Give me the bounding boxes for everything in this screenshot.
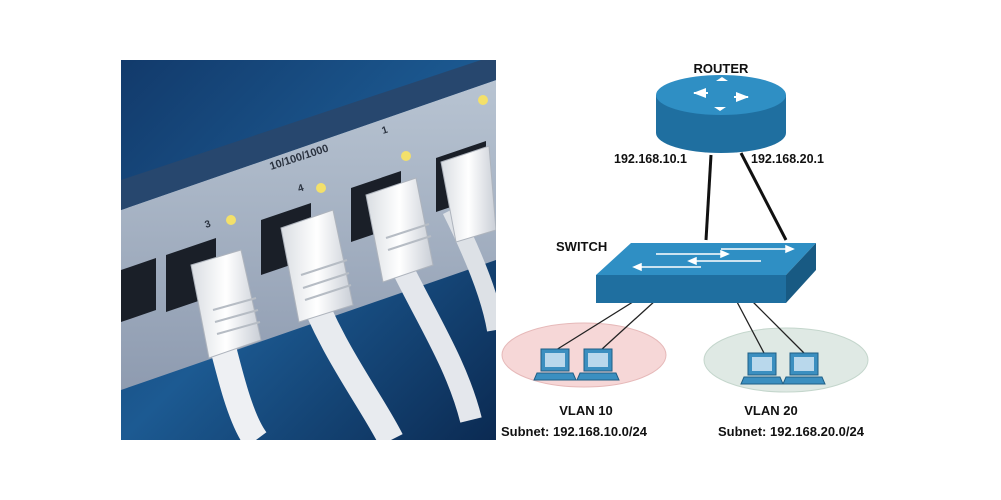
vlan10-computer-2-icon	[576, 348, 620, 381]
vlan20-computer-1-icon	[740, 352, 784, 385]
switch-icon	[596, 243, 816, 303]
vlan10-subnet: Subnet: 192.168.10.0/24	[501, 424, 648, 439]
port-number: 3	[204, 219, 213, 231]
router-ip-vlan20: 192.168.20.1	[751, 152, 824, 166]
router-switch-links	[704, 152, 788, 241]
vlan10-label: VLAN 10	[559, 403, 612, 418]
router-label: ROUTER	[694, 61, 750, 76]
router-ip-vlan10: 192.168.10.1	[614, 152, 687, 166]
switch-photo-illustration: 10/100/1000 3 4 1	[121, 60, 496, 440]
port-number: 1	[381, 125, 390, 137]
port-number: 4	[297, 183, 306, 195]
ethernet-plugs	[190, 145, 496, 359]
vlan20-label: VLAN 20	[744, 403, 797, 418]
status-leds	[226, 95, 488, 225]
switch-ports-photo: 10/100/1000 3 4 1	[121, 60, 496, 440]
vlan20-subnet: Subnet: 192.168.20.0/24	[718, 424, 865, 439]
vlan20-computer-2-icon	[782, 352, 826, 385]
router-icon	[656, 75, 786, 153]
vlan10-computer-1-icon	[533, 348, 577, 381]
switch-host-links	[555, 299, 805, 354]
switch-top-edge	[121, 60, 496, 210]
vlan-network-diagram: ROUTER 192.168.10.1 192.168.20.1 SWITCH	[496, 55, 881, 445]
switch-label: SWITCH	[556, 239, 607, 254]
vlan20-zone	[703, 327, 869, 393]
network-diagram-svg: ROUTER 192.168.10.1 192.168.20.1 SWITCH	[501, 61, 869, 439]
